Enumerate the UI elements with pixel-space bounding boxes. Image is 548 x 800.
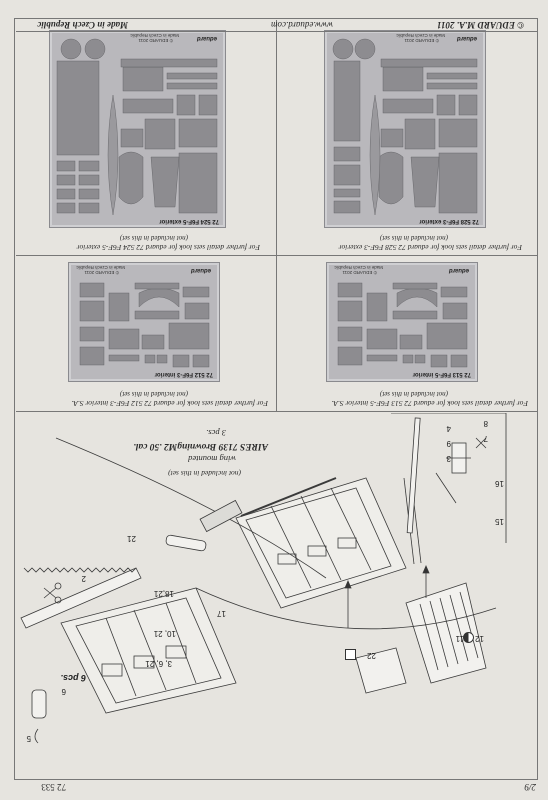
aires-quantity: 3 pcs.: [206, 428, 226, 438]
caption-interior-f6f5: For further detail sets look for eduard …: [331, 399, 528, 408]
callout-7: 7: [483, 434, 488, 443]
caption-interior-f6f3: For further detail sets look for eduard …: [71, 399, 268, 408]
pe-origin-exterior-f6f3: Made in Czech Republic: [396, 33, 445, 38]
caption-exterior-f6f5: For further detail sets look for eduard …: [76, 243, 260, 252]
note-interior-f6f3: (not included in this set): [119, 390, 188, 398]
caption-exterior-f6f3: For further detail sets look for eduard …: [338, 243, 522, 252]
footer-url: www.eduard.com: [271, 20, 333, 30]
note-interior-f6f5: (not included in this set): [379, 390, 448, 398]
callout-3-6-21: 3, 6, 21: [145, 659, 172, 668]
callout-9: 9: [446, 439, 451, 448]
pe-brand-interior-f6f5: eduard: [448, 267, 469, 273]
pe-brand-exterior-f6f5: eduard: [196, 35, 217, 41]
callout-3: 3: [446, 454, 451, 463]
aires-note: (not included in this set): [168, 469, 241, 478]
note-exterior-f6f3: (not included in this set): [379, 234, 448, 242]
page-number: 2/9: [524, 782, 536, 792]
callout-6: 6: [61, 687, 66, 696]
pe-title-exterior-f6f3: 72 528 F6F-3 exterior: [419, 218, 479, 224]
callout-4: 4: [446, 424, 451, 433]
aires-title: AIRES 7139 BrowningM2 .50 cal.: [133, 441, 268, 451]
pe-title-interior-f6f3: 72 512 F6F-3 interior: [154, 371, 213, 377]
callout-8: 8: [483, 419, 488, 428]
pe-origin-exterior-f6f5: Made in Czech Republic: [130, 33, 179, 38]
pe-copyright-interior-f6f3: © EDUARD 2011: [84, 270, 120, 275]
product-code: 72 533: [41, 782, 66, 792]
row-divider: [16, 255, 538, 256]
assembly-diagram: 18,21 10, 21 3, 6, 21 2 21 17 6 5 6 pcs.…: [16, 412, 526, 778]
pe-title-interior-f6f5: 72 513 F6F-5 interior: [412, 371, 471, 377]
pe-origin-interior-f6f5: Made in Czech Republic: [334, 265, 383, 270]
assembly-drawing: [20, 412, 507, 744]
bend-icon: [463, 632, 474, 643]
footer-divider: [16, 31, 538, 32]
pe-sheet-interior-f6f5: 72 513 F6F-5 interior © EDUARD 2011 Made…: [326, 262, 478, 382]
callout-10-21: 10, 21: [153, 629, 176, 638]
section-divider: [16, 411, 538, 412]
pe-copyright-interior-f6f5: © EDUARD 2011: [342, 270, 378, 275]
footer-origin: Made in Czech Republic: [37, 20, 128, 30]
callout-17: 17: [217, 609, 226, 618]
pe-sheet-exterior-f6f5: 72 524 F6F-5 exterior © EDUARD 2011 Made…: [49, 30, 226, 228]
callout-18-21: 18,21: [153, 589, 174, 598]
pe-copyright-exterior-f6f5: © EDUARD 2011: [138, 38, 174, 43]
pe-brand-exterior-f6f3: eduard: [456, 35, 477, 41]
quantity-note: 6 pcs.: [60, 673, 86, 683]
footer-copyright: © EDUARD M.A. 2011: [437, 20, 524, 30]
pe-sheet-interior-f6f3: 72 512 F6F-3 interior © EDUARD 2011 Made…: [68, 262, 220, 382]
pe-copyright-exterior-f6f3: © EDUARD 2011: [404, 38, 440, 43]
callout-16: 16: [495, 479, 504, 488]
callout-22: 22: [367, 651, 376, 660]
note-exterior-f6f5: (not included in this set): [119, 234, 188, 242]
column-divider: [276, 20, 277, 412]
fold-icon: [345, 649, 356, 660]
callout-21: 21: [127, 534, 136, 543]
aires-mount: wing mounted: [188, 454, 236, 464]
pe-origin-interior-f6f3: Made in Czech Republic: [76, 265, 125, 270]
pe-title-exterior-f6f5: 72 524 F6F-5 exterior: [159, 218, 219, 224]
callout-2: 2: [81, 574, 86, 583]
pe-sheet-exterior-f6f3: 72 528 F6F-3 exterior © EDUARD 2011 Made…: [324, 30, 486, 228]
callout-12: 12: [475, 634, 484, 643]
callout-15: 15: [495, 517, 504, 526]
callout-5: 5: [26, 734, 31, 743]
pe-brand-interior-f6f3: eduard: [190, 267, 211, 273]
